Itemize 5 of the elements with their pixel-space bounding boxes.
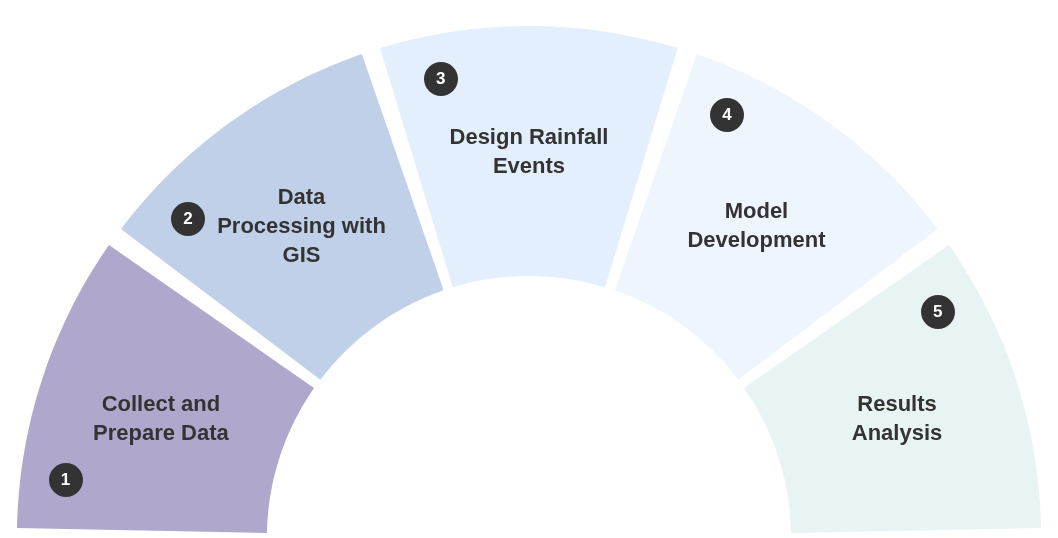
- step-label: Results Analysis: [850, 390, 944, 448]
- step-label: Collect and Prepare Data: [92, 390, 230, 448]
- step-label: Model Development: [686, 196, 827, 254]
- step-label: Design Rainfall Events: [448, 123, 610, 180]
- step-label: Data Processing with GIS: [216, 182, 387, 269]
